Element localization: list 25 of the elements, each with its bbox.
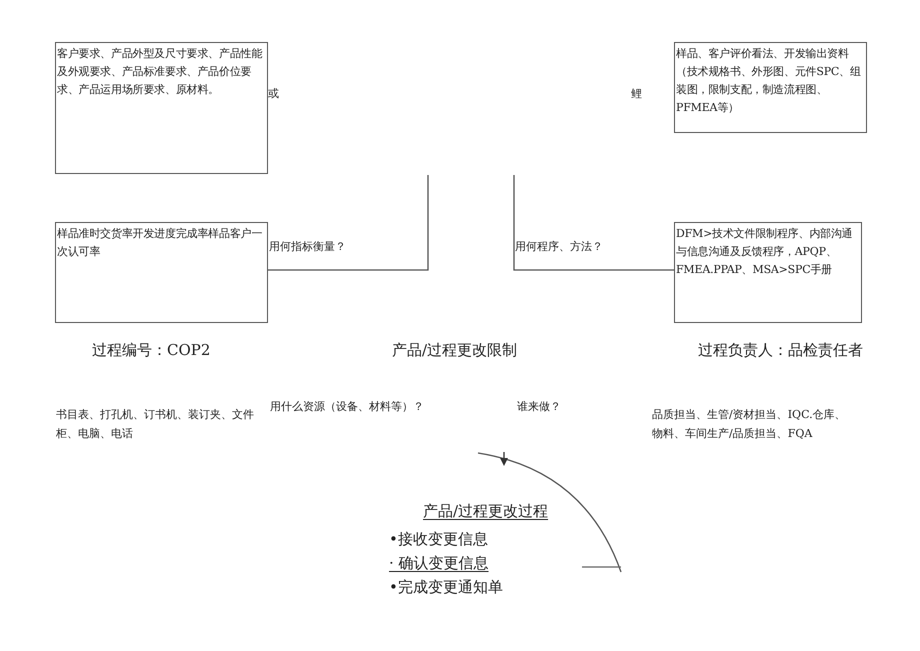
step-text: · 确认变更信息 (389, 553, 489, 574)
box-text: 样品准时交货率开发进度完成率样品客户一次认可率 (57, 226, 264, 260)
text-box (674, 42, 867, 133)
process-heading: 产品/过程更改过程 (423, 501, 548, 522)
box-text: 客户要求、产品外型及尺寸要求、产品性能及外观要求、产品标准要求、产品价位要求、产品运用场所要求、原材料。 (57, 46, 264, 98)
connector-line (513, 175, 674, 271)
question-text: 用什么资源（设备、材料等）？ (270, 399, 424, 415)
connector-line (268, 175, 429, 271)
process-number: 过程编号：COP2 (92, 340, 210, 361)
box-text: 样品、客户评价看法、开发输出资料（技术规格书、外形图、元件SPC、组装图，限制支配，制造流程图、PFMEA等） (676, 46, 862, 116)
text-box (674, 222, 862, 323)
question-text: 用何指标衡量？ (269, 239, 346, 255)
process-title: 产品/过程更改限制 (392, 340, 518, 361)
question-text: 谁来做？ (517, 399, 561, 415)
process-owner: 过程负责人：品检责任者 (698, 340, 863, 361)
note-text: 或 (268, 86, 279, 102)
responsible-list: 品质担当、生管/资材担当、IQC.仓库、物料、车间生产/品质担当、FQA (652, 406, 852, 444)
step-text: •接收变更信息 (389, 529, 488, 550)
resource-list: 书目表、打孔机、订书机、装订夹、文件柜、电脑、电话 (56, 406, 266, 444)
question-text: 用何程序、方法？ (515, 239, 603, 255)
note-text: 鲤 (631, 86, 642, 102)
box-text: DFM>技术文件限制程序、内部沟通与信息沟通及反馈程序，APQP、FMEA.PPAP、MSA>SPC手册 (676, 226, 854, 278)
text-box (55, 222, 268, 323)
step-text: •完成变更通知单 (389, 577, 503, 598)
text-box (55, 42, 268, 174)
